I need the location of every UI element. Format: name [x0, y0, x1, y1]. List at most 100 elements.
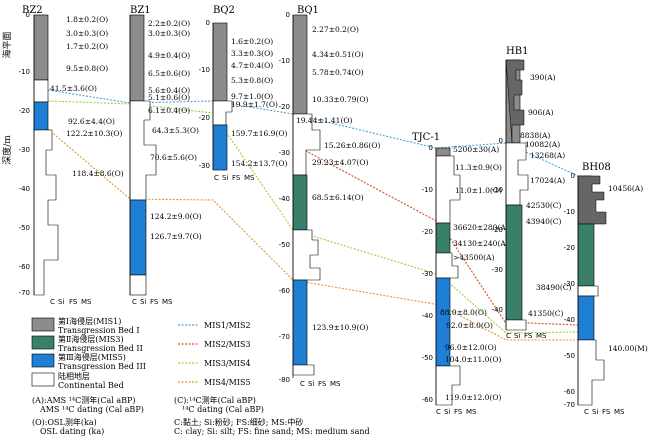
depth-tick: -50: [19, 224, 30, 232]
borehole-hb1: HB1 0 -10 -20 -30 -40 390(A) 906(A) 8838…: [492, 46, 572, 340]
depth-tick: -20: [492, 226, 503, 234]
legend-label: 第Ⅰ海侵层(MIS1): [58, 316, 121, 326]
grain-tick: MS: [330, 380, 341, 388]
grain-tick: Si: [58, 298, 64, 306]
grain-axis: C Si FS MS: [214, 174, 255, 182]
date-label: 13268(A): [530, 151, 565, 160]
lithology-profile: [577, 285, 599, 297]
mis5-layer: [33, 101, 49, 131]
legend: 第Ⅰ海侵层(MIS1) Transgression Bed I 第Ⅱ海侵层(MI…: [31, 316, 370, 436]
depth-tick: -20: [279, 103, 290, 111]
continental-layer: [129, 274, 147, 296]
date-label: 4.7±0.4(O): [231, 61, 273, 70]
date-labels: 2.2±0.2(O) 3.0±0.3(O) 4.9±0.4(O) 6.5±0.6…: [148, 19, 202, 241]
grain-tick: C: [506, 332, 511, 340]
lithology-profile: [505, 319, 527, 331]
date-label: 3.3±0.3(O): [231, 49, 273, 58]
grain-tick: MS: [244, 174, 255, 182]
date-label: 70.6±5.6(O): [150, 153, 197, 162]
date-label: 4.34±0.51(O): [312, 50, 364, 59]
lithology-profile: [33, 129, 59, 296]
legend-label: MIS1/MIS2: [204, 321, 251, 330]
depth-tick: 0: [499, 137, 503, 145]
grain-tick: C: [300, 380, 305, 388]
grain-tick: Si: [444, 408, 450, 416]
depth-tick: -60: [19, 263, 30, 271]
depth-tick: 0: [26, 11, 30, 19]
date-label: 10082(A): [525, 140, 560, 149]
date-label: 92.6±4.4(O): [68, 117, 115, 126]
date-label: 42530(C): [526, 201, 562, 210]
mis5-layer: [292, 279, 308, 366]
grain-tick: MS: [466, 408, 477, 416]
depth-tick: -30: [422, 270, 433, 278]
date-label: 906(A): [528, 108, 554, 117]
grain-tick: FS: [318, 380, 327, 388]
depth-tick: -80: [279, 376, 290, 384]
legend-label: Transgression Bed I: [58, 326, 140, 335]
depth-tick: -60: [564, 388, 575, 396]
date-label: 29.23±4.07(O): [312, 158, 369, 167]
date-label: 36620±280(A): [453, 223, 509, 232]
borehole-bq1: BQ1 0 -10 -20 -30 -40 -50 -60 -70 -80 2.…: [279, 5, 381, 388]
grain-tick: C: [214, 174, 219, 182]
continental-layer: [33, 79, 49, 103]
grain-tick: MS: [536, 332, 547, 340]
grain-tick: C: [50, 298, 55, 306]
note-ams: (A):AMS ¹⁴C测年(Cal aBP): [32, 395, 136, 405]
grain-tick: C: [436, 408, 441, 416]
depth-tick: -30: [564, 280, 575, 288]
grain-tick: FS: [602, 408, 611, 416]
date-label: 118.4±8.6(O): [72, 169, 124, 178]
depth-tick: -10: [492, 186, 503, 194]
legend-label: 第Ⅱ海侵层(MIS3): [58, 334, 124, 344]
date-label: 3.0±0.3(O): [66, 29, 108, 38]
date-label: 19.44±1.41(O): [296, 116, 353, 125]
date-label: 41350(C): [528, 309, 564, 318]
legend-label: Transgression Bed III: [58, 362, 146, 371]
date-label: 1.6±0.2(O): [231, 37, 273, 46]
depth-tick: -40: [422, 312, 433, 320]
grain-tick: MS: [614, 408, 625, 416]
depth-tick: -40: [564, 316, 575, 324]
borehole-name: BQ2: [213, 5, 235, 16]
depth-tick: -50: [422, 354, 433, 362]
depth-tick: -30: [199, 162, 210, 170]
date-label: 10.33±0.79(O): [312, 95, 369, 104]
grain-tick: FS: [454, 408, 463, 416]
borehole-bh08: BH08 0 -10 -20 -30 -40 -50 -60 -70 10456…: [564, 162, 648, 416]
grain-axis: C Si FS MS: [584, 408, 625, 416]
date-labels: 2.27±0.2(O) 4.34±0.51(O) 5.78±0.74(O) 10…: [296, 25, 381, 332]
mis5-layer: [577, 295, 595, 341]
legend-label: MIS4/MIS5: [204, 378, 251, 387]
lithology-profile: [505, 59, 525, 144]
depth-axis-label: 深度/m: [1, 135, 13, 165]
depth-tick: -40: [19, 185, 30, 193]
date-labels: 390(A) 906(A) 8838(A) 10082(A) 13268(A) …: [520, 73, 572, 318]
grain-axis: C Si FS MS: [300, 380, 341, 388]
depth-tick: 0: [571, 172, 575, 180]
note-c14: (C):¹⁴C测年(Cal aBP): [174, 395, 256, 405]
depth-ticks: 0 -10 -20 -30 -40 -50 -60 -70: [19, 11, 30, 297]
date-label: 9.7±1.0(O): [231, 92, 273, 101]
mis3-layer: [435, 222, 451, 254]
date-label: 119.0±12.0(O): [445, 393, 502, 402]
date-label: 1.7±0.2(O): [66, 42, 108, 51]
depth-tick: -30: [279, 149, 290, 157]
depth-tick: -10: [199, 66, 210, 74]
borehole-name: BQ1: [297, 5, 319, 16]
date-label: 126.7±9.7(O): [150, 232, 202, 241]
lithology-profile: [577, 175, 607, 225]
date-label: 6.1±0.4(O): [148, 106, 190, 115]
grain-tick: MS: [162, 298, 173, 306]
grain-axis: C Si FS MS: [50, 298, 92, 306]
depth-tick: 0: [429, 144, 433, 152]
legend-swatch-mis1: [31, 317, 55, 332]
borehole-name: TJC-1: [412, 132, 440, 143]
legend-label: MIS3/MIS4: [204, 359, 251, 368]
grain-tick: FS: [69, 298, 78, 306]
borehole-name: HB1: [506, 46, 528, 57]
lithology-profile: [129, 100, 157, 201]
grain-axis: C Si FS MS: [506, 332, 547, 340]
borehole-bz1: BZ1 2.2±0.2(O) 3.0±0.3(O) 4.9±0.4(O) 6.5…: [129, 5, 202, 306]
